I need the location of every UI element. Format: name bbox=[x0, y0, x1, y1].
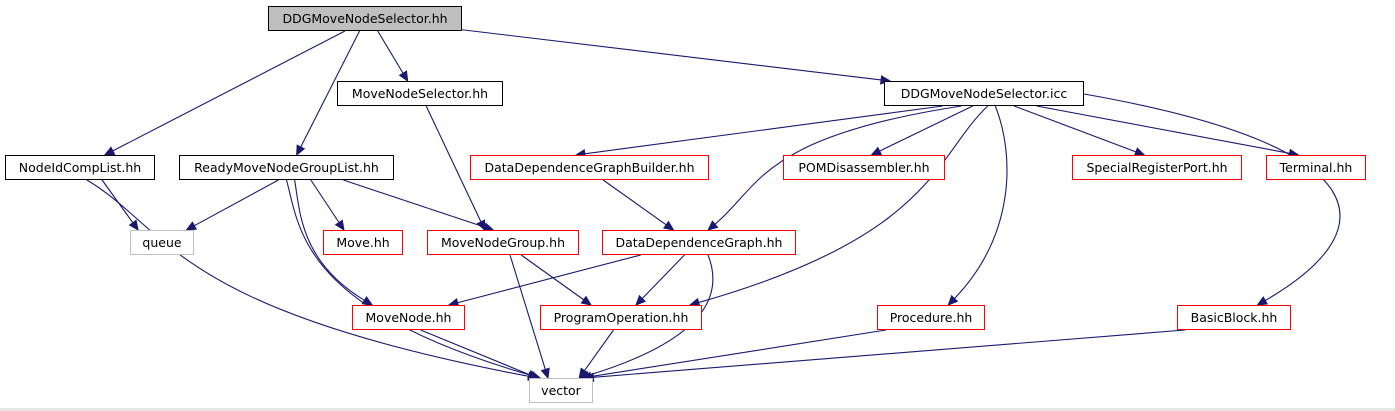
node-movenodeselector-hh[interactable]: MoveNodeSelector.hh bbox=[337, 81, 503, 106]
arrowhead-ddg_hh-to-readymovenodegrouplist_hh bbox=[296, 144, 306, 157]
node-ddgmovenodeselector-hh[interactable]: DDGMoveNodeSelector.hh bbox=[268, 6, 462, 31]
edge-movenodeselector_hh-to-movenodegroup_hh bbox=[425, 105, 482, 223]
edge-ddg_hh-to-nodeidcomplist_hh bbox=[112, 30, 346, 152]
edge-basicblock_hh-to-vector bbox=[593, 329, 1186, 378]
node-vector: vector bbox=[529, 378, 593, 403]
arrowhead-readymovenodegrouplist_hh-to-queue bbox=[185, 221, 198, 231]
node-movenodegroup-hh[interactable]: MoveNodeGroup.hh bbox=[427, 230, 579, 255]
node-pomdisassembler-hh[interactable]: POMDisassembler.hh bbox=[783, 155, 945, 180]
node-ddgmovenodeselector-icc[interactable]: DDGMoveNodeSelector.icc bbox=[884, 81, 1084, 106]
edge-ddgbuilder_hh-to-ddg_graph_hh bbox=[602, 179, 667, 226]
edge-readymovenodegrouplist_hh-to-vector bbox=[285, 179, 532, 377]
edge-ddg_hh-to-movenodeselector_hh bbox=[377, 30, 404, 74]
edge-movenode_hh-to-vector bbox=[420, 329, 530, 376]
edge-ddg_icc-to-programoperation_hh bbox=[698, 105, 989, 304]
edge-readymovenodegrouplist_hh-to-move_hh bbox=[310, 179, 340, 223]
edge-ddg_icc-to-basicblock_hh bbox=[1083, 93, 1341, 301]
edge-nodeidcomplist_hh-to-vector bbox=[86, 179, 529, 377]
edge-ddg_icc-to-pomdisassembler_hh bbox=[879, 105, 973, 152]
arrowhead-readymovenodegrouplist_hh-to-move_hh bbox=[334, 219, 345, 232]
node-datadependencegraphbuilder-hh[interactable]: DataDependenceGraphBuilder.hh bbox=[470, 155, 709, 180]
node-nodeidcomplist-hh[interactable]: NodeIdCompList.hh bbox=[5, 155, 155, 180]
node-specialregisterport-hh[interactable]: SpecialRegisterPort.hh bbox=[1072, 155, 1242, 180]
arrowhead-movenodeselector_hh-to-movenodegroup_hh bbox=[476, 219, 486, 232]
node-movenode-hh[interactable]: MoveNode.hh bbox=[352, 305, 465, 330]
edge-ddg_icc-to-ddgbuilder_hh bbox=[584, 105, 943, 155]
node-programoperation-hh[interactable]: ProgramOperation.hh bbox=[540, 305, 702, 330]
arrowhead-ddg_icc-to-basicblock_hh bbox=[1256, 296, 1269, 306]
arrowhead-programoperation_hh-to-vector bbox=[578, 367, 589, 380]
arrowhead-ddg_graph_hh-to-programoperation_hh bbox=[635, 294, 647, 306]
node-queue: queue bbox=[130, 230, 194, 255]
edge-ddg_icc-to-terminal_hh bbox=[1036, 105, 1290, 154]
edge-readymovenodegrouplist_hh-to-queue bbox=[194, 179, 279, 227]
edge-programoperation_hh-to-vector bbox=[583, 329, 614, 371]
edge-readymovenodegrouplist_hh-to-movenodegroup_hh bbox=[343, 179, 485, 228]
arrowhead-ddg_icc-to-procedure_hh bbox=[947, 294, 959, 306]
node-terminal-hh[interactable]: Terminal.hh bbox=[1266, 155, 1366, 180]
bottom-divider bbox=[0, 408, 1395, 411]
arrowhead-ddg_icc-to-ddg_graph_hh bbox=[707, 220, 719, 231]
edge-ddg_icc-to-ddg_graph_hh bbox=[714, 105, 962, 225]
edge-ddg_icc-to-procedure_hh bbox=[954, 105, 1008, 299]
arrowhead-nodeidcomplist_hh-to-queue bbox=[128, 219, 139, 231]
arrowhead-ddg_icc-to-pomdisassembler_hh bbox=[870, 146, 883, 156]
edge-ddg_graph_hh-to-programoperation_hh bbox=[641, 254, 685, 299]
edge-ddg_hh-to-ddg_icc bbox=[461, 29, 882, 81]
node-move-hh[interactable]: Move.hh bbox=[323, 230, 403, 255]
node-basicblock-hh[interactable]: BasicBlock.hh bbox=[1177, 305, 1291, 330]
arrowhead-ddgbuilder_hh-to-ddg_graph_hh bbox=[663, 220, 675, 231]
edge-procedure_hh-to-vector bbox=[590, 329, 886, 378]
node-readymovenodegrouplist-hh[interactable]: ReadyMoveNodeGroupList.hh bbox=[179, 155, 394, 180]
node-procedure-hh[interactable]: Procedure.hh bbox=[877, 305, 985, 330]
arrowhead-movenodegroup_hh-to-vector bbox=[540, 367, 550, 380]
edge-ddg_hh-to-readymovenodegrouplist_hh bbox=[300, 30, 361, 148]
node-datadependencegraph-hh[interactable]: DataDependenceGraph.hh bbox=[602, 230, 796, 255]
arrowhead-readymovenodegrouplist_hh-to-movenode_hh bbox=[361, 295, 374, 306]
arrowhead-ddg_hh-to-movenodeselector_hh bbox=[398, 70, 409, 83]
edge-movenodegroup_hh-to-programoperation_hh bbox=[520, 254, 585, 301]
arrowhead-movenodegroup_hh-to-programoperation_hh bbox=[580, 295, 593, 306]
edge-movenodegroup_hh-to-vector bbox=[509, 254, 546, 370]
edge-ddg_graph_hh-to-movenode_hh bbox=[457, 254, 641, 304]
edge-ddg_icc-to-specialregisterport_hh bbox=[1013, 105, 1137, 153]
edge-readymovenodegrouplist_hh-to-movenode_hh bbox=[294, 179, 365, 301]
arrowhead-ddg_hh-to-nodeidcomplist_hh bbox=[103, 146, 116, 156]
